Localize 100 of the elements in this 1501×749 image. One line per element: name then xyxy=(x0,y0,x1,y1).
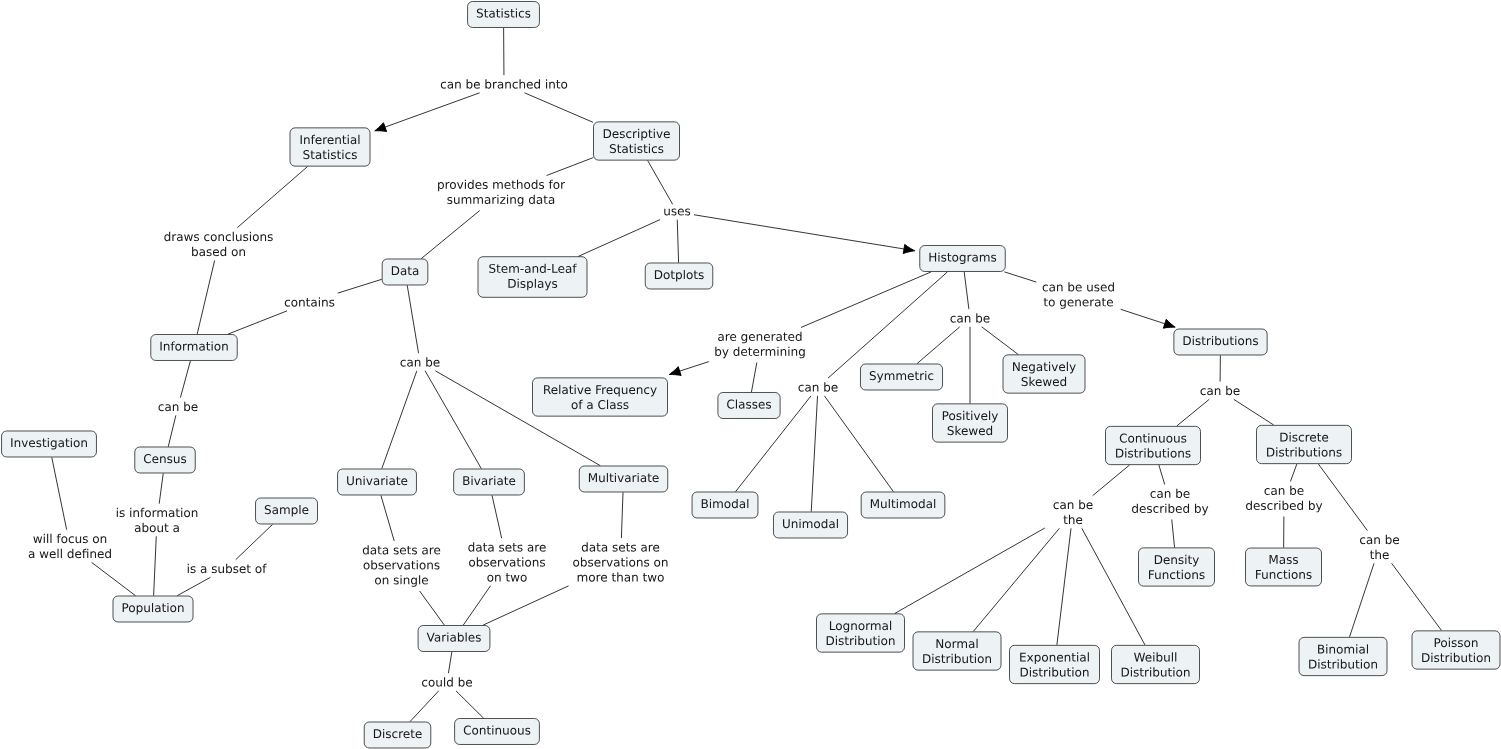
concept-box: Exponential Distribution xyxy=(1009,644,1100,685)
concept-box: Discrete Distributions xyxy=(1256,424,1352,465)
linking-phrase: can be xyxy=(158,401,198,412)
connector-line xyxy=(1158,464,1166,485)
connector-line xyxy=(179,360,191,399)
concept-box: Classes xyxy=(717,392,781,419)
linking-phrase: can be described by xyxy=(1132,488,1209,516)
concept-box: Negatively Skewed xyxy=(1002,354,1086,394)
linking-phrase: contains xyxy=(284,297,335,307)
concept-box: Multivariate xyxy=(578,465,669,493)
linking-phrase: data sets are observations on two xyxy=(468,542,546,582)
connector-line xyxy=(235,523,273,561)
concept-box: Census xyxy=(134,446,196,474)
concept-box: Continuous Distributions xyxy=(1105,425,1201,466)
connector-line xyxy=(1283,516,1285,549)
connector-line xyxy=(810,395,818,513)
connector-line xyxy=(1317,463,1368,532)
concept-box: Information xyxy=(150,334,238,361)
linking-phrase: can be xyxy=(950,313,990,323)
linking-phrase: can be the xyxy=(1360,534,1400,560)
connector-line xyxy=(448,651,453,674)
linking-phrase: is information about a xyxy=(116,507,198,533)
connector-line xyxy=(735,395,812,493)
linking-phrase: is a subset of xyxy=(187,563,267,574)
connector-line xyxy=(916,326,961,365)
connector-line xyxy=(380,494,395,542)
connector-line xyxy=(51,456,68,531)
linking-phrase: could be xyxy=(422,677,473,687)
connector-line xyxy=(1391,562,1442,631)
concept-box: Univariate xyxy=(337,468,417,496)
linking-phrase: data sets are observations on more than two xyxy=(573,542,668,582)
concept-box: Mass Functions xyxy=(1245,547,1322,587)
linking-phrase: can be xyxy=(1200,385,1240,396)
concept-box: Stem-and-Leaf Displays xyxy=(477,256,588,298)
linking-phrase: can be xyxy=(798,382,838,392)
connector-line xyxy=(1092,464,1130,497)
concept-box: Sample xyxy=(255,497,318,525)
concept-box: Binomial Distribution xyxy=(1298,636,1388,677)
concept-box: Density Functions xyxy=(1138,547,1215,587)
connector-line xyxy=(462,585,491,626)
connector-line xyxy=(153,535,157,597)
concept-box: Population xyxy=(112,595,194,623)
connector-line xyxy=(524,92,594,123)
concept-box: Investigation xyxy=(1,430,97,458)
concept-box: Dotplots xyxy=(644,262,714,290)
connector-line xyxy=(409,690,440,723)
connector-line xyxy=(482,585,570,626)
concept-box: Multimodal xyxy=(860,491,946,519)
concept-box: Bivariate xyxy=(453,468,525,496)
arrow xyxy=(1120,308,1176,329)
connector-line xyxy=(1081,527,1146,646)
connector-line xyxy=(1171,519,1175,548)
linking-phrase: draws conclusions based on xyxy=(164,231,273,257)
arrow xyxy=(374,92,481,132)
connector-line xyxy=(455,690,484,719)
connector-line xyxy=(1004,271,1037,283)
linking-phrase: can be described by xyxy=(1246,485,1323,513)
connector-line xyxy=(227,310,288,335)
connector-line xyxy=(420,210,481,260)
connector-line xyxy=(337,278,383,294)
connector-line xyxy=(676,219,680,264)
connector-line xyxy=(381,370,418,470)
connector-line xyxy=(503,27,505,76)
linking-phrase: data sets are observations on single xyxy=(362,545,441,587)
connector-line xyxy=(167,414,177,448)
connector-line xyxy=(981,326,1019,355)
concept-box: Relative Frequency of a Class xyxy=(532,377,668,417)
arrow xyxy=(693,214,916,255)
connector-line xyxy=(578,219,661,257)
concept-box: Positively Skewed xyxy=(932,403,1008,443)
connector-line xyxy=(1056,527,1072,646)
connector-line xyxy=(1219,354,1221,383)
connector-line xyxy=(406,284,419,354)
connector-line xyxy=(91,561,136,597)
concept-box: Variables xyxy=(417,625,491,652)
connector-line xyxy=(419,590,445,626)
connector-line xyxy=(963,271,970,310)
concept-box: Distributions xyxy=(1173,328,1268,356)
connector-line xyxy=(491,494,503,539)
connector-line xyxy=(751,362,758,393)
connector-line xyxy=(800,271,932,328)
linking-phrase: can be used to generate xyxy=(1042,282,1114,309)
concept-box: Normal Distribution xyxy=(912,631,1002,671)
concept-box: Data xyxy=(381,258,429,286)
connector-line xyxy=(546,157,594,176)
concept-box: Weibull Distribution xyxy=(1111,644,1200,685)
concept-box: Poisson Distribution xyxy=(1411,630,1501,670)
arrow xyxy=(668,361,710,376)
connector-line xyxy=(969,326,971,404)
connector-line xyxy=(158,472,164,505)
concept-box: Symmetric xyxy=(860,363,943,391)
connector-line xyxy=(620,491,624,539)
connector-line xyxy=(1233,398,1275,426)
connector-line xyxy=(823,395,894,493)
connector-line xyxy=(1176,398,1210,427)
linking-phrase: can be xyxy=(400,357,440,367)
connector-line xyxy=(1290,463,1298,482)
linking-phrase: can be branched into xyxy=(440,79,568,89)
connector-line xyxy=(176,576,211,597)
linking-phrase: provides methods for summarizing data xyxy=(438,179,566,207)
